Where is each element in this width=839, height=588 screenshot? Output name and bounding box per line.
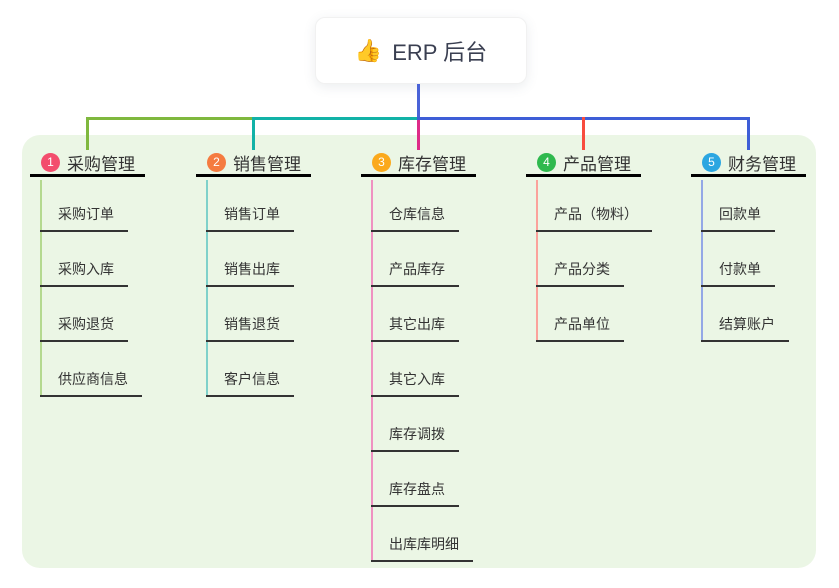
topic-label-finance: 财务管理 bbox=[728, 154, 796, 174]
subtopic-receipt-voucher[interactable]: 回款单 bbox=[701, 204, 775, 232]
subtopic-settlement-account[interactable]: 结算账户 bbox=[701, 314, 789, 342]
subtopic-stock-taking[interactable]: 库存盘点 bbox=[371, 479, 459, 507]
root-label: ERP 后台 bbox=[392, 39, 488, 65]
topic-label-procurement: 采购管理 bbox=[67, 154, 135, 174]
subtopic-sales-return[interactable]: 销售退货 bbox=[206, 314, 294, 342]
connector-drop-branch1 bbox=[86, 117, 89, 150]
branch-trunk-inventory bbox=[371, 180, 373, 562]
subtopic-supplier-info[interactable]: 供应商信息 bbox=[40, 369, 142, 397]
topic-label-sales: 销售管理 bbox=[233, 154, 301, 174]
thumbs-up-icon: 👍 bbox=[354, 37, 383, 63]
branch-trunk-finance bbox=[701, 180, 703, 342]
subtopic-warehouse-info[interactable]: 仓库信息 bbox=[371, 204, 459, 232]
topic-label-product: 产品管理 bbox=[563, 154, 631, 174]
subtopic-customer-info[interactable]: 客户信息 bbox=[206, 369, 294, 397]
subtopic-payment-voucher[interactable]: 付款单 bbox=[701, 259, 775, 287]
topic-inventory[interactable]: 3 库存管理 bbox=[361, 150, 476, 177]
connector-drop-branch2 bbox=[252, 117, 255, 150]
topic-sales[interactable]: 2 销售管理 bbox=[196, 150, 311, 177]
mindmap-background-panel bbox=[22, 135, 816, 568]
subtopic-sales-outbound[interactable]: 销售出库 bbox=[206, 259, 294, 287]
subtopic-product-unit[interactable]: 产品单位 bbox=[536, 314, 624, 342]
branch-trunk-product bbox=[536, 180, 538, 342]
subtopic-inout-detail[interactable]: 出库库明细 bbox=[371, 534, 473, 562]
topic-label-inventory: 库存管理 bbox=[398, 154, 466, 174]
badge-4: 4 bbox=[537, 152, 556, 172]
connector-drop-branch3 bbox=[417, 120, 420, 150]
subtopic-product-category[interactable]: 产品分类 bbox=[536, 259, 624, 287]
connector-drop-branch5 bbox=[747, 117, 750, 150]
connector-hline-branch2 bbox=[253, 117, 418, 120]
topic-product[interactable]: 4 产品管理 bbox=[526, 150, 641, 177]
topic-finance[interactable]: 5 财务管理 bbox=[691, 150, 806, 177]
badge-3: 3 bbox=[372, 152, 391, 172]
badge-1: 1 bbox=[41, 152, 60, 172]
subtopic-sales-order[interactable]: 销售订单 bbox=[206, 204, 294, 232]
badge-5: 5 bbox=[702, 152, 721, 172]
root-node-erp[interactable]: 👍 ERP 后台 bbox=[315, 17, 527, 84]
subtopic-purchase-return[interactable]: 采购退货 bbox=[40, 314, 128, 342]
badge-2: 2 bbox=[207, 152, 226, 172]
connector-drop-branch4 bbox=[582, 117, 585, 150]
subtopic-other-inbound[interactable]: 其它入库 bbox=[371, 369, 459, 397]
subtopic-product-stock[interactable]: 产品库存 bbox=[371, 259, 459, 287]
branch-trunk-sales bbox=[206, 180, 208, 397]
subtopic-other-outbound[interactable]: 其它出库 bbox=[371, 314, 459, 342]
subtopic-stock-transfer[interactable]: 库存调拨 bbox=[371, 424, 459, 452]
subtopic-product-material[interactable]: 产品（物料） bbox=[536, 204, 652, 232]
subtopic-purchase-inbound[interactable]: 采购入库 bbox=[40, 259, 128, 287]
subtopic-purchase-order[interactable]: 采购订单 bbox=[40, 204, 128, 232]
connector-hline-branch1 bbox=[87, 117, 253, 120]
branch-trunk-procurement bbox=[40, 180, 42, 397]
topic-procurement[interactable]: 1 采购管理 bbox=[30, 150, 145, 177]
connector-root-stub bbox=[417, 84, 420, 120]
